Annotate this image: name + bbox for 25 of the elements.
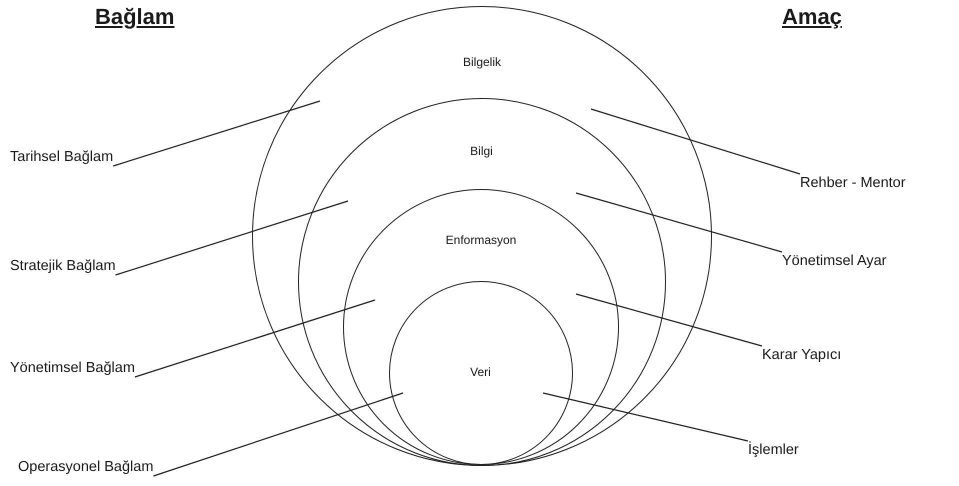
context-label: Yönetimsel Bağlam <box>10 359 135 377</box>
leader-line <box>113 100 320 167</box>
leader-line <box>576 293 762 347</box>
circle <box>343 189 619 465</box>
circle <box>388 280 572 464</box>
leader-line <box>576 192 782 253</box>
circle-label: Bilgi <box>470 144 493 158</box>
context-label: İşlemler <box>748 441 799 459</box>
circle-label: Bilgelik <box>463 55 501 69</box>
circle <box>252 6 712 466</box>
leader-line <box>542 392 748 442</box>
context-label: Rehber - Mentor <box>800 174 906 192</box>
column-heading: Amaç <box>782 4 842 30</box>
circle <box>298 98 666 466</box>
context-label: Tarihsel Bağlam <box>10 148 114 166</box>
leader-line <box>153 392 404 477</box>
circle-label: Veri <box>470 364 491 378</box>
context-label: Karar Yapıcı <box>762 346 842 364</box>
leader-line <box>134 299 376 378</box>
column-heading: Bağlam <box>95 4 174 30</box>
context-label: Stratejik Bağlam <box>10 257 116 275</box>
circle-label: Enformasyon <box>446 233 516 247</box>
context-label: Yönetimsel Ayar <box>782 252 887 270</box>
context-label: Operasyonel Bağlam <box>18 458 154 476</box>
leader-line <box>115 200 348 276</box>
